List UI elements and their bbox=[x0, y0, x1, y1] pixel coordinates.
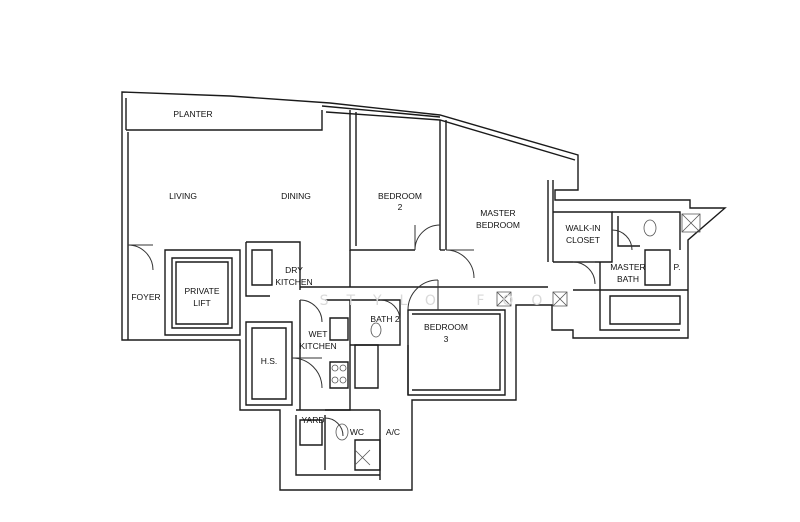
label-wet-kitchen-line1: WET bbox=[309, 329, 328, 339]
label-planter: PLANTER bbox=[173, 109, 212, 119]
label-master-bath-line1: MASTER bbox=[610, 262, 645, 272]
room-labels: PLANTER LIVING DINING BEDROOM 2 MASTER B… bbox=[131, 109, 680, 437]
label-yard: YARD bbox=[302, 415, 325, 425]
label-dining: DINING bbox=[281, 191, 311, 201]
label-bedroom-2-line2: 2 bbox=[398, 202, 403, 212]
label-bedroom-3-line2: 3 bbox=[444, 334, 449, 344]
doors bbox=[127, 224, 633, 437]
label-walkin-line1: WALK-IN bbox=[565, 223, 600, 233]
label-p: P. bbox=[674, 262, 681, 272]
watermark: STYLO FOO bbox=[320, 293, 561, 309]
label-private-lift-line1: PRIVATE bbox=[184, 286, 219, 296]
label-master-bath-line2: BATH bbox=[617, 274, 639, 284]
label-wet-kitchen-line2: KITCHEN bbox=[299, 341, 336, 351]
label-bedroom-2-line1: BEDROOM bbox=[378, 191, 422, 201]
label-living: LIVING bbox=[169, 191, 197, 201]
label-private-lift-line2: LIFT bbox=[193, 298, 210, 308]
label-ac: A/C bbox=[386, 427, 400, 437]
label-wc: WC bbox=[350, 427, 364, 437]
label-hs: H.S. bbox=[261, 356, 278, 366]
label-walkin-line2: CLOSET bbox=[566, 235, 600, 245]
label-dry-kitchen-line2: KITCHEN bbox=[275, 277, 312, 287]
label-master-bedroom-line1: MASTER bbox=[480, 208, 515, 218]
label-bath-2: BATH 2 bbox=[370, 314, 399, 324]
fixtures bbox=[331, 213, 701, 466]
label-dry-kitchen-line1: DRY bbox=[285, 265, 303, 275]
label-master-bedroom-line2: BEDROOM bbox=[476, 220, 520, 230]
label-foyer: FOYER bbox=[131, 292, 160, 302]
label-bedroom-3-line1: BEDROOM bbox=[424, 322, 468, 332]
